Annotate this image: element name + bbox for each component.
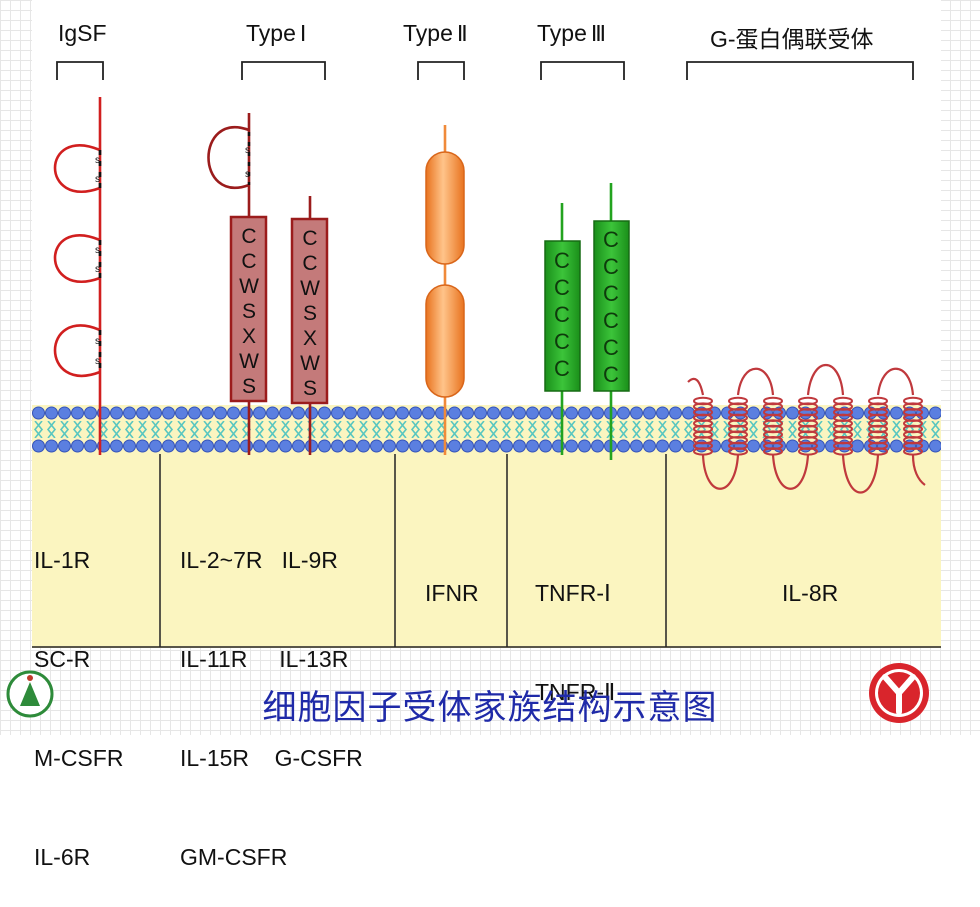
motif-letter: C — [603, 281, 619, 306]
bracket-gpcr — [686, 61, 914, 80]
cysteine-box — [593, 220, 630, 392]
type3-receptor-a: C C C C C — [544, 203, 581, 455]
motif-letter: C — [603, 308, 619, 333]
motif-letter: C — [603, 335, 619, 360]
diagram-caption: 细胞因子受体家族结构示意图 — [262, 688, 718, 728]
helix-turn — [693, 447, 713, 456]
gpcr-members: IL-8R — [782, 580, 839, 606]
motif-letter: C — [241, 250, 256, 273]
motif-letter: X — [303, 327, 317, 350]
disulfide-label: s — [95, 336, 100, 347]
transmembrane-helix — [868, 396, 888, 456]
gpcr-receptor — [687, 364, 926, 494]
fn3-domain — [425, 284, 465, 398]
helix-turn — [903, 447, 923, 456]
header-gpcr: G-蛋白偶联受体 — [710, 26, 874, 52]
disulfide-label: s — [245, 145, 250, 156]
y-logo-icon — [866, 660, 932, 726]
type1-receptor-a: s s C C W S X W S — [207, 113, 268, 455]
disulfide-label: s — [95, 264, 100, 275]
motif-letter: C — [302, 252, 317, 275]
type2-receptor — [425, 125, 465, 455]
disulfide-label: s — [95, 356, 100, 367]
motif-letter: S — [303, 302, 317, 325]
bracket-type1 — [241, 61, 326, 80]
transmembrane-helix — [763, 396, 783, 456]
motif-letter: C — [554, 302, 570, 327]
motif-letter: C — [302, 227, 317, 250]
cell-membrane — [32, 405, 941, 454]
transmembrane-helix — [903, 396, 923, 456]
receptor-diagram: s s s s s s s s C C W S X W S C C W — [32, 61, 941, 648]
helix-turn — [868, 447, 888, 456]
disulfide-label: s — [95, 155, 100, 166]
motif-letter: W — [300, 277, 320, 300]
disulfide-label: s — [95, 245, 100, 256]
helix-turn — [728, 447, 748, 456]
bracket-type3 — [540, 61, 625, 80]
motif-letter: W — [239, 350, 259, 373]
helix-turn — [763, 447, 783, 456]
helix-turn — [798, 447, 818, 456]
type1-receptor-b: C C W S X W S — [290, 196, 329, 455]
type3-receptor-b: C C C C C C — [593, 183, 630, 460]
motif-letter: W — [300, 352, 320, 375]
cwsxws-box — [229, 215, 268, 403]
fn3-domain — [425, 151, 465, 265]
motif-letter: S — [242, 300, 256, 323]
motif-letter: C — [603, 227, 619, 252]
cysteine-box — [544, 240, 581, 392]
motif-letter: C — [554, 275, 570, 300]
transmembrane-helix — [728, 396, 748, 456]
motif-letter: C — [241, 225, 256, 248]
cwsxws-box — [290, 217, 329, 405]
motif-letter: C — [554, 356, 570, 381]
motif-letter: S — [242, 375, 256, 398]
motif-letter: W — [239, 275, 259, 298]
transmembrane-helix — [693, 396, 713, 456]
bracket-type2 — [417, 61, 465, 80]
disulfide-label: s — [245, 169, 250, 180]
transmembrane-helix — [833, 396, 853, 456]
type2-members: IFNR — [425, 580, 479, 606]
bracket-igsf — [56, 61, 104, 80]
cytoplasm — [32, 452, 941, 648]
igsf-receptor: s s s s s s — [53, 97, 102, 455]
transmembrane-helix — [798, 396, 818, 456]
helix-turn — [833, 447, 853, 456]
disulfide-label: s — [95, 174, 100, 185]
motif-letter: C — [603, 254, 619, 279]
motif-letter: C — [554, 248, 570, 273]
type3-members: TNFR-Ⅰ TNFR-Ⅱ — [535, 580, 616, 705]
column-dividers — [159, 452, 667, 647]
header-igsf: IgSF — [58, 20, 107, 46]
header-brackets — [56, 61, 914, 80]
motif-letter: C — [603, 362, 619, 387]
motif-letter: C — [554, 329, 570, 354]
motif-letter: S — [303, 377, 317, 400]
school-seal-icon — [6, 668, 54, 720]
gpcr-helices — [693, 396, 923, 456]
motif-letter: X — [242, 325, 256, 348]
